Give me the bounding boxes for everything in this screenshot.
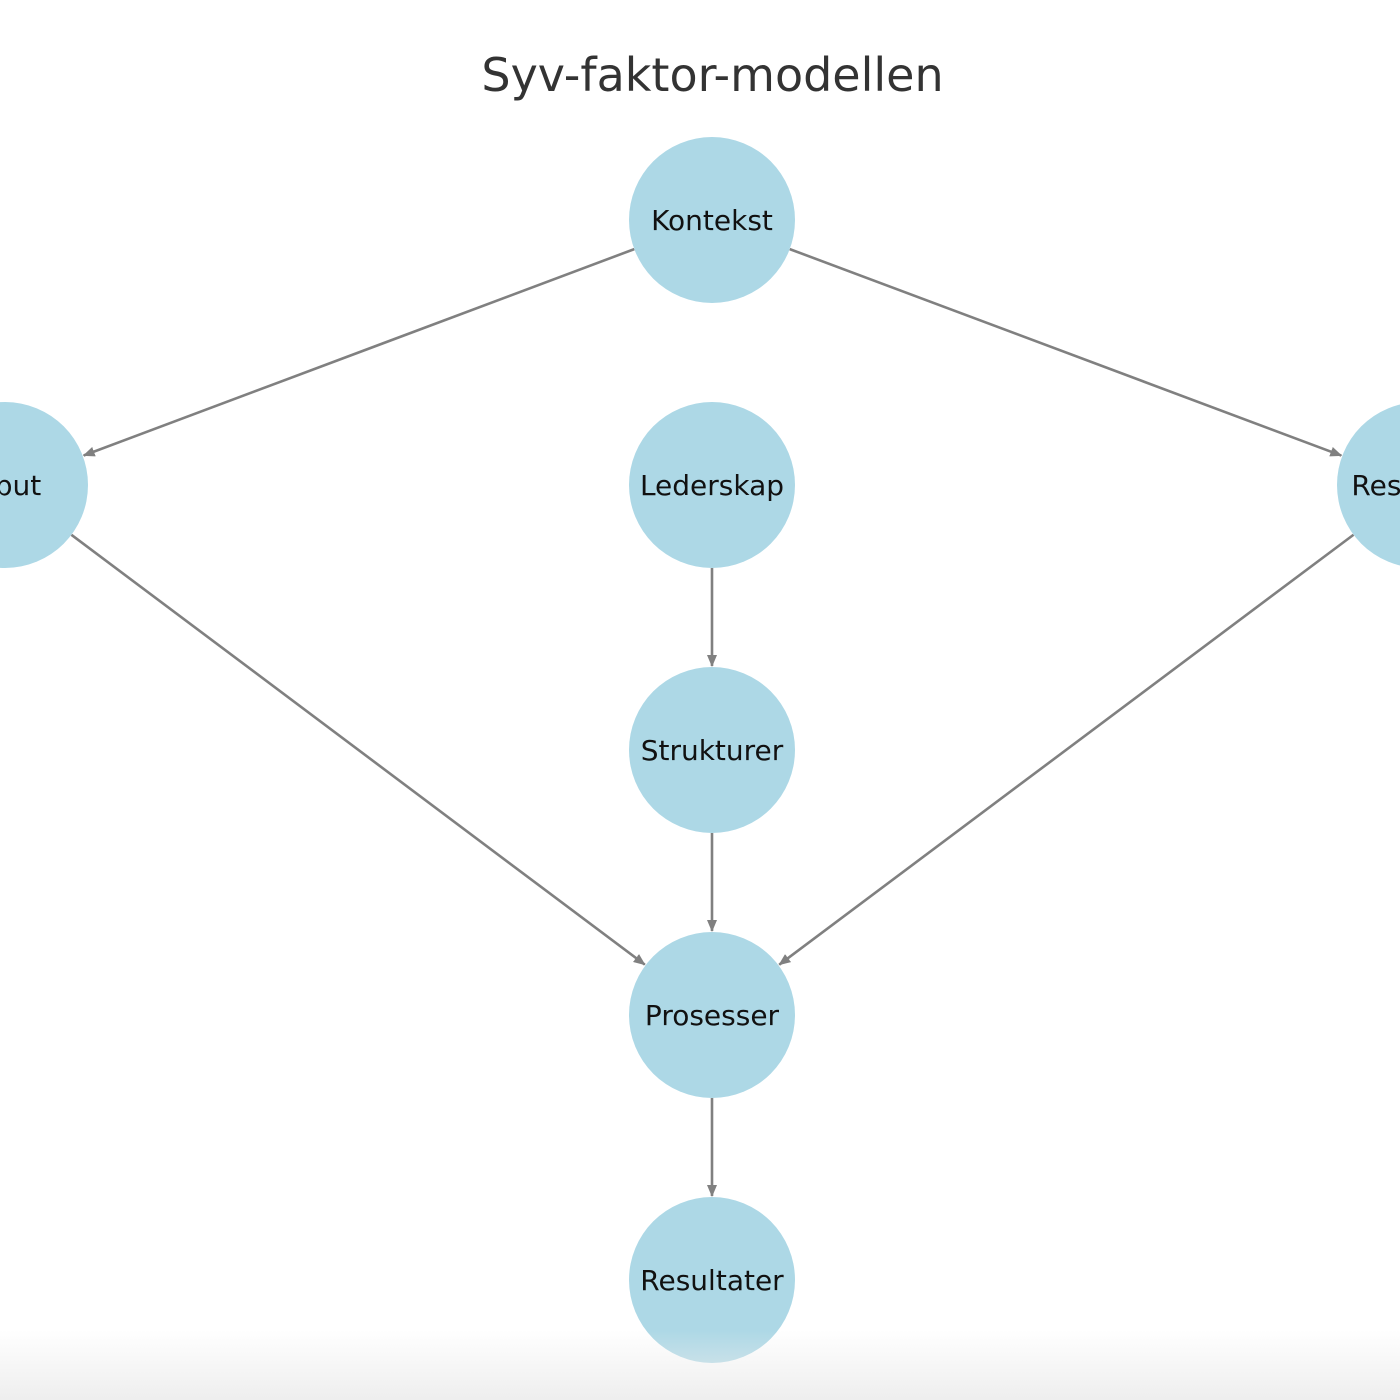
node-label-input: Input xyxy=(0,469,41,502)
node-circle-input xyxy=(0,402,88,568)
node-input: Input xyxy=(0,402,88,568)
node-circle-strukturer xyxy=(629,667,795,833)
node-strukturer: Strukturer xyxy=(629,667,795,833)
node-ledersk: Lederskap xyxy=(629,402,795,568)
node-label-kontekst: Kontekst xyxy=(651,204,773,237)
edge-input-to-prosesser xyxy=(70,533,646,966)
node-kontekst: Kontekst xyxy=(629,137,795,303)
node-ressurser: Ressurser xyxy=(1337,404,1400,566)
edge-ressurser-to-prosesser xyxy=(778,533,1355,966)
node-label-prosesser: Prosesser xyxy=(645,999,780,1032)
node-label-strukturer: Strukturer xyxy=(641,734,784,767)
edge-kontekst-to-input xyxy=(82,247,635,457)
node-circle-kontekst xyxy=(629,137,795,303)
node-label-resultater: Resultater xyxy=(640,1264,784,1297)
node-label-ressurser: Ressurser xyxy=(1351,469,1400,502)
node-label-ledersk: Lederskap xyxy=(640,469,784,502)
node-circle-resultater xyxy=(629,1197,795,1363)
node-circle-ledersk xyxy=(629,402,795,568)
diagram-title: Syv-faktor-modellen xyxy=(481,48,944,102)
nodes-layer: KontekstInput Lederskap RessurserStrukture… xyxy=(0,137,1400,1363)
node-resultater: Resultater xyxy=(629,1197,795,1363)
edge-kontekst-to-ressurser xyxy=(789,247,1343,457)
node-prosesser: Prosesser xyxy=(629,932,795,1098)
edges-layer xyxy=(70,247,1355,1197)
node-circle-ressurser xyxy=(1337,404,1400,566)
node-circle-prosesser xyxy=(629,932,795,1098)
